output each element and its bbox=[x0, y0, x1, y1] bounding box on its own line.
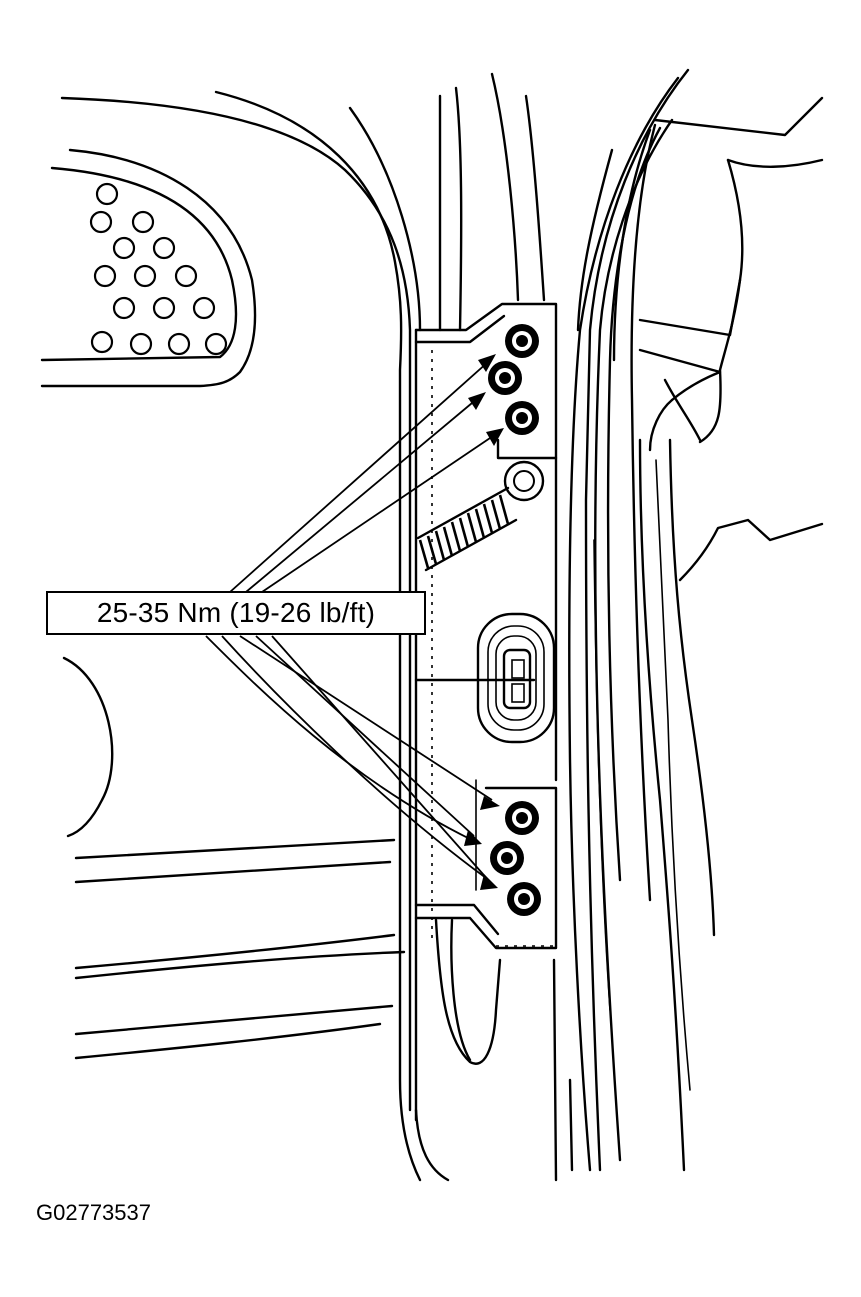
upper-hinge-bracket bbox=[414, 302, 558, 1122]
bolt-icon bbox=[505, 324, 539, 358]
check-spring bbox=[416, 460, 545, 572]
door-panel-lines bbox=[62, 656, 406, 1060]
vent-holes bbox=[89, 182, 228, 356]
body-panel-edges bbox=[638, 96, 824, 582]
lower-hinge-bolts bbox=[490, 801, 541, 916]
bolt-icon bbox=[507, 882, 541, 916]
leader-arrows bbox=[205, 354, 504, 890]
perforated-panel bbox=[40, 96, 412, 1112]
figure-id: G02773537 bbox=[36, 1200, 151, 1225]
bolt-icon bbox=[488, 361, 522, 395]
upper-hinge-bolts bbox=[488, 324, 539, 435]
bolt-icon bbox=[505, 401, 539, 435]
door-frame-lines bbox=[214, 72, 574, 1182]
bolt-icon bbox=[505, 801, 539, 835]
wire-connector bbox=[414, 612, 556, 744]
bolt-icon bbox=[490, 841, 524, 875]
torque-spec-label: 25-35 Nm (19-26 lb/ft) bbox=[46, 591, 426, 635]
pillar-curves bbox=[568, 68, 716, 1172]
